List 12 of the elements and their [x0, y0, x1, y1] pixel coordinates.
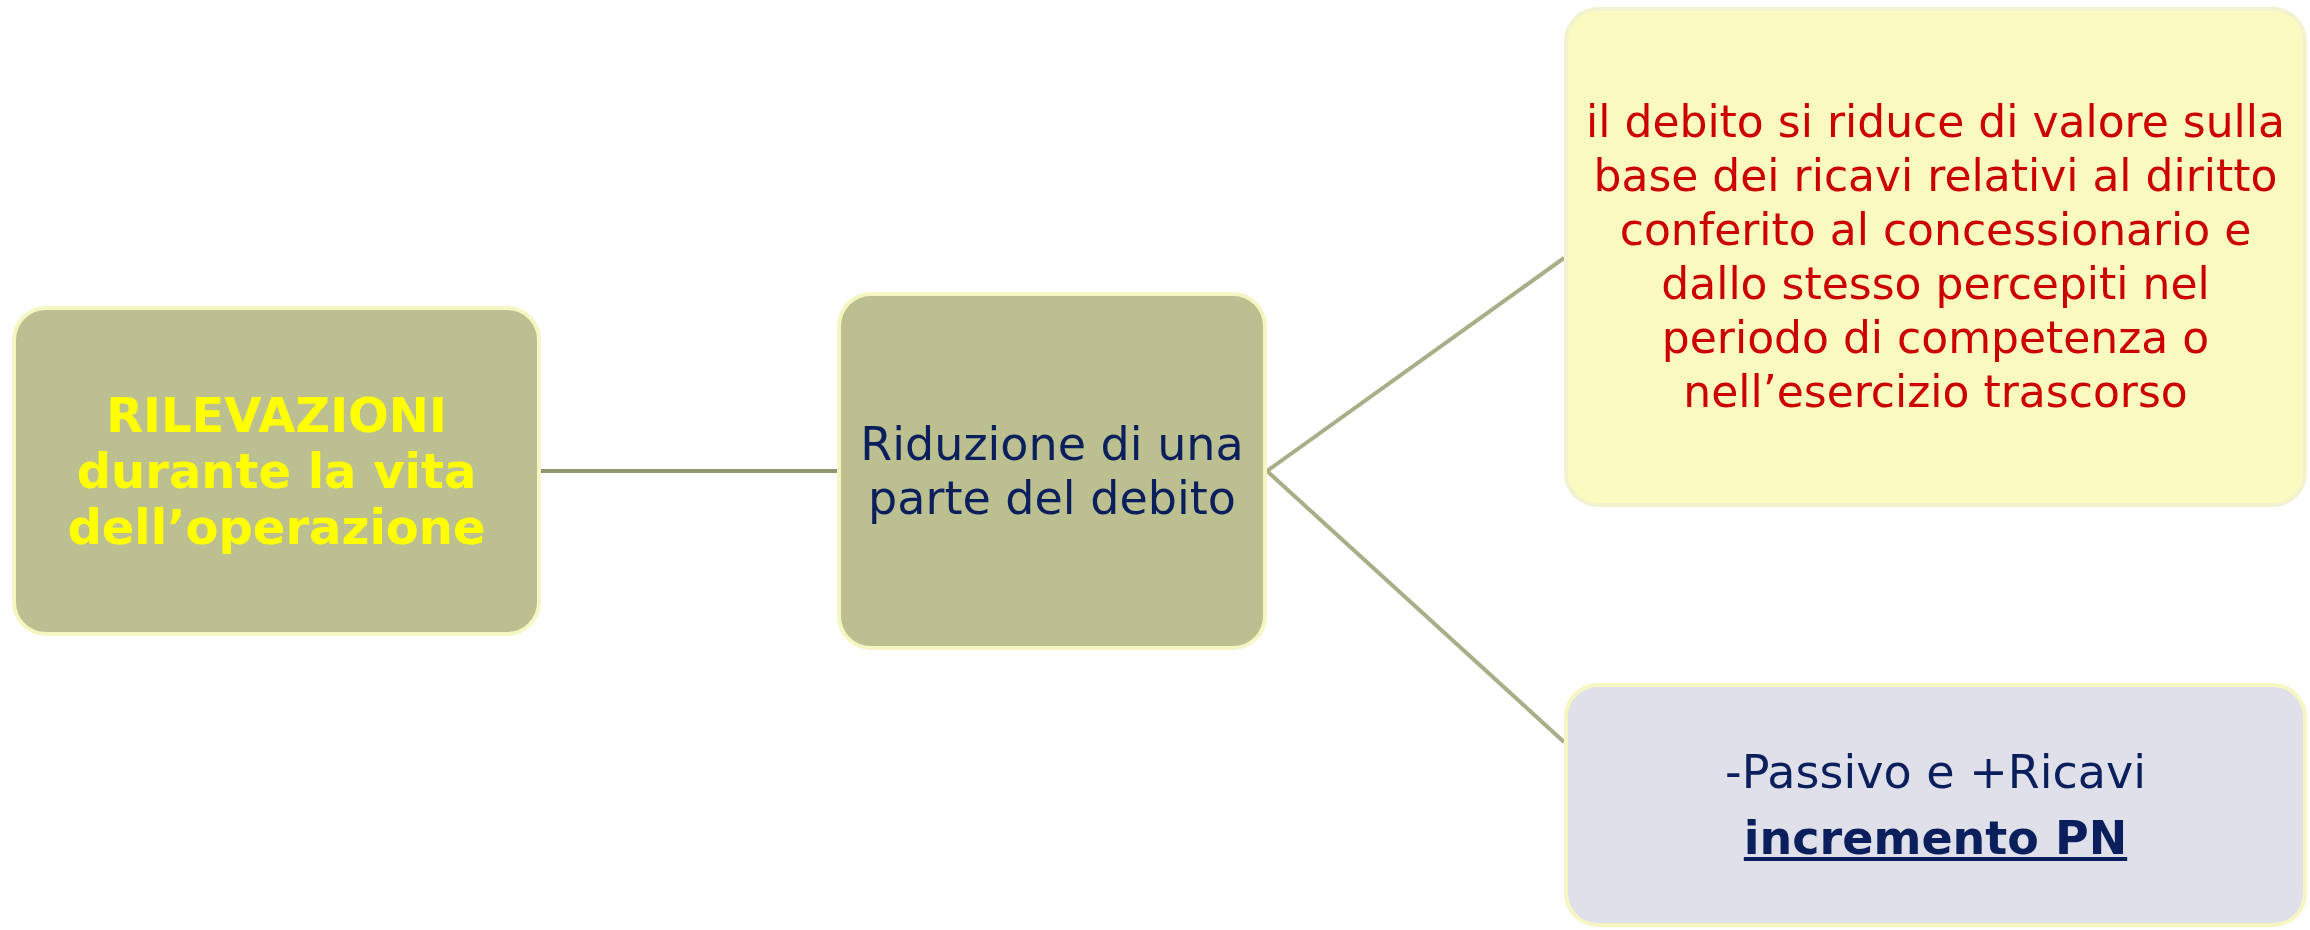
connector-line — [1265, 469, 1566, 744]
emphasis-text: incremento PN — [1743, 811, 2128, 865]
box-text: RILEVAZIONI durante la vita dell’operazione — [66, 387, 487, 555]
rounded-box — [1564, 683, 2307, 927]
rounded-box — [12, 306, 541, 636]
box-text: -Passivo e +Ricavi — [1725, 745, 2146, 799]
connector-line — [1265, 256, 1566, 473]
rounded-box — [837, 292, 1267, 650]
rounded-box — [1564, 7, 2307, 507]
box-text: il debito si riduce di valore sulla base dei ricavi relativi al diritto conferito al concessionario e dallo stesso percepiti nel periodo di competenza o nell’esercizio trascorso — [1585, 95, 2286, 419]
box-text: Riduzione di una parte del debito — [859, 417, 1245, 525]
connector-line — [541, 469, 837, 473]
